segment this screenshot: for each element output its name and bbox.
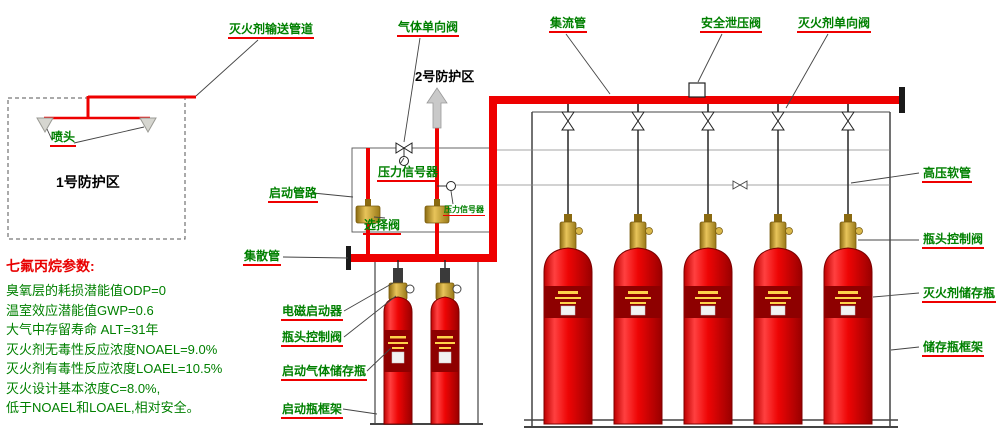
manifold-pipe	[489, 96, 905, 104]
label-collect-pipe: 集散管	[243, 249, 282, 266]
leader-lines	[46, 33, 920, 415]
parameter-line: 大气中存留寿命 ALT=31年	[6, 322, 159, 337]
label-solenoid-actuator: 电磁启动器	[281, 304, 344, 321]
pressure-signal-icon	[399, 156, 409, 166]
parameter-line: 灭火剂有毒性反应浓度LOAEL=10.5%	[6, 361, 223, 376]
agent-cylinder-3	[683, 103, 733, 425]
pilot-lines	[456, 149, 890, 190]
nozzle-icon	[139, 117, 157, 134]
label-safety-relief-valve: 安全泄压阀	[700, 16, 763, 33]
collect-pipe-end-cap	[346, 246, 351, 270]
label-manifold: 集流管	[549, 16, 588, 33]
parameter-line: 低于NOAEL和LOAEL,相对安全。	[6, 400, 200, 415]
label-agent-check-valve: 灭火剂单向阀	[797, 16, 872, 33]
nozzle-icon	[36, 117, 54, 134]
selector-instruments	[395, 142, 456, 191]
safety-relief-valve-icon	[688, 82, 706, 98]
zone1-piping	[36, 95, 196, 134]
red-pipework	[346, 87, 905, 270]
starter-bottle-2	[430, 259, 462, 425]
label-pressure-signal-1: 压力信号器	[377, 165, 440, 182]
agent-parameters-block: 七氟丙烷参数: 臭氧层的耗损潜能值ODP=0 温室效应潜能值GWP=0.6 大气…	[6, 256, 222, 418]
collect-pipe	[350, 254, 497, 262]
selector-valve-icon	[355, 205, 381, 224]
label-selector-valve: 选择阀	[363, 218, 402, 235]
label-hp-hose: 高压软管	[922, 166, 973, 183]
label-pressure-signal-2: 压力信号器	[443, 205, 485, 216]
selector-valves	[355, 199, 450, 224]
manifold-end-cap	[899, 87, 905, 113]
manifold-downcomer	[489, 96, 497, 262]
label-cylinder-frame: 储存瓶框架	[922, 340, 985, 357]
parameter-line: 温室效应潜能值GWP=0.6	[6, 302, 154, 318]
pressure-signal-icon	[446, 181, 456, 191]
label-start-line: 启动管路	[268, 186, 319, 203]
parameter-line: 灭火剂无毒性反应浓度NOAEL=9.0%	[6, 341, 218, 357]
pilot-check-valve-icon	[732, 180, 748, 190]
selector-valve-icon	[424, 205, 450, 224]
agent-cylinder-5	[823, 103, 873, 425]
label-starter-gas-bottle: 启动气体储存瓶	[281, 364, 368, 381]
label-zone1: 1号防护区	[56, 174, 120, 190]
label-cylinder-valve: 瓶头控制阀	[922, 232, 985, 249]
label-starter-bottle-valve: 瓶头控制阀	[281, 330, 344, 347]
agent-cylinder-1	[543, 103, 593, 425]
label-nozzle: 喷头	[50, 130, 77, 147]
label-gas-check-valve: 气体单向阀	[397, 20, 460, 37]
zone1-boundary	[7, 97, 186, 240]
starter-bottle-1	[383, 259, 415, 425]
agent-cylinder-4	[753, 103, 803, 425]
label-delivery-pipe: 灭火剂输送管道	[228, 22, 315, 39]
parameters-heading: 七氟丙烷参数:	[6, 258, 95, 274]
parameter-line: 臭氧层的耗损潜能值ODP=0	[6, 283, 166, 298]
zone2-flow-arrow-icon	[426, 87, 448, 129]
parameter-line: 灭火设计基本浓度C=8.0%,	[6, 380, 161, 396]
label-zone2: 2号防护区	[415, 69, 475, 84]
label-agent-cylinder: 灭火剂储存瓶	[922, 286, 997, 303]
agent-cylinder-2	[613, 103, 663, 425]
label-starter-bottle-frame: 启动瓶框架	[281, 402, 344, 419]
